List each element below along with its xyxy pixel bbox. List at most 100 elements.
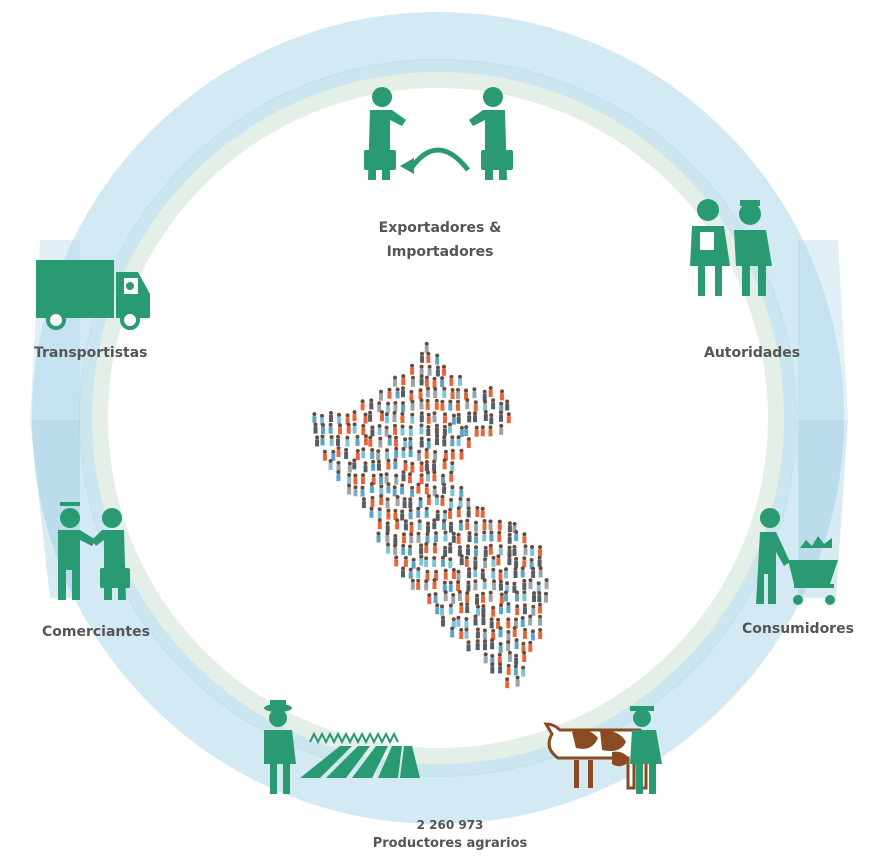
crowd-person bbox=[466, 506, 471, 518]
crowd-person bbox=[482, 519, 487, 530]
crowd-person bbox=[410, 412, 415, 424]
crowd-person bbox=[483, 557, 488, 569]
crowd-person bbox=[401, 386, 405, 398]
crowd-person bbox=[483, 545, 488, 557]
crowd-person bbox=[488, 590, 493, 602]
crowd-person bbox=[425, 569, 430, 581]
crowd-person bbox=[394, 446, 399, 458]
crowd-person bbox=[504, 590, 508, 602]
crowd-person bbox=[475, 593, 479, 605]
crowd-person bbox=[361, 447, 366, 459]
crowd-person bbox=[459, 485, 464, 497]
crowd-person bbox=[435, 509, 440, 521]
crowd-person bbox=[416, 567, 421, 578]
crowd-person bbox=[434, 531, 438, 543]
crowd-person bbox=[331, 449, 336, 461]
crowd-person bbox=[440, 399, 445, 411]
crowd-person bbox=[450, 461, 455, 473]
crowd-person bbox=[528, 578, 533, 590]
crowd-person bbox=[385, 448, 389, 460]
crowd-person bbox=[473, 614, 478, 626]
crowd-person bbox=[434, 494, 439, 506]
crowd-person bbox=[435, 603, 440, 615]
crowd-person bbox=[451, 413, 456, 425]
crowd-person bbox=[459, 448, 464, 460]
crowd-person bbox=[515, 604, 520, 616]
crowd-person bbox=[320, 434, 325, 446]
peru-crowd-map bbox=[312, 341, 549, 689]
crowd-person bbox=[419, 398, 424, 410]
crowd-person bbox=[507, 650, 512, 662]
crowd-person bbox=[418, 497, 423, 508]
crowd-person bbox=[401, 566, 405, 578]
crowd-person bbox=[433, 592, 438, 604]
crowd-person bbox=[424, 375, 429, 387]
crowd-person bbox=[420, 351, 424, 363]
crowd-person bbox=[530, 545, 535, 556]
crowd-person bbox=[360, 399, 365, 411]
label-comerciantes: Comerciantes bbox=[42, 624, 150, 640]
crowd-person bbox=[465, 591, 470, 603]
label-productores: Productores agrarios bbox=[372, 836, 528, 851]
crowd-person bbox=[384, 425, 389, 437]
crowd-person bbox=[532, 591, 536, 603]
crowd-person bbox=[440, 494, 445, 506]
crowd-person bbox=[456, 506, 461, 518]
crowd-person bbox=[401, 447, 406, 458]
crowd-person bbox=[538, 602, 542, 614]
crowd-person bbox=[491, 567, 496, 579]
crowd-person bbox=[474, 545, 478, 557]
crowd-person bbox=[347, 461, 352, 473]
crowd-person bbox=[448, 422, 452, 434]
crowd-person bbox=[464, 388, 468, 400]
crowd-person bbox=[480, 506, 485, 518]
crowd-person bbox=[353, 485, 358, 497]
crowd-person bbox=[482, 628, 487, 640]
crowd-person bbox=[394, 473, 399, 485]
crowd-person bbox=[369, 398, 374, 410]
crowd-person bbox=[459, 602, 464, 614]
crowd-person bbox=[328, 459, 333, 470]
crowd-person bbox=[347, 473, 352, 484]
crowd-person bbox=[498, 642, 503, 653]
crowd-person bbox=[498, 579, 503, 591]
mid-ring bbox=[79, 59, 797, 777]
crowd-person bbox=[458, 497, 463, 508]
crowd-person bbox=[368, 410, 373, 422]
label-productores-count: 2 260 973 bbox=[416, 818, 484, 832]
crowd-person bbox=[442, 519, 446, 530]
truck-icon bbox=[36, 260, 150, 330]
crowd-person bbox=[419, 364, 424, 376]
crowd-person bbox=[432, 459, 437, 471]
crowd-person bbox=[370, 425, 375, 437]
shopper-cart-icon bbox=[756, 508, 838, 605]
crowd-person bbox=[507, 554, 512, 566]
crowd-person bbox=[419, 374, 424, 386]
crowd-person bbox=[523, 544, 528, 556]
crowd-person bbox=[408, 425, 413, 437]
crowd-person bbox=[416, 506, 421, 518]
crowd-person bbox=[360, 485, 365, 497]
crowd-person bbox=[490, 638, 495, 650]
crowd-person bbox=[443, 509, 447, 521]
crowd-person bbox=[434, 569, 439, 581]
crowd-person bbox=[393, 375, 397, 387]
crowd-person bbox=[514, 530, 519, 542]
inspectors-icon bbox=[690, 199, 772, 296]
crowd-person bbox=[538, 628, 543, 639]
crowd-person bbox=[395, 495, 400, 506]
crowd-person bbox=[442, 580, 447, 592]
crowd-person bbox=[370, 448, 375, 459]
crowd-person bbox=[514, 556, 519, 568]
crowd-person bbox=[424, 460, 429, 471]
crowd-person bbox=[448, 580, 453, 592]
crowd-person bbox=[363, 412, 368, 424]
crowd-person bbox=[449, 374, 454, 386]
crowd-person bbox=[393, 543, 398, 555]
crowd-person bbox=[441, 615, 445, 627]
crowd-person bbox=[385, 531, 390, 543]
crowd-person bbox=[337, 412, 341, 424]
crowd-person bbox=[499, 603, 503, 615]
crowd-person bbox=[488, 425, 493, 437]
